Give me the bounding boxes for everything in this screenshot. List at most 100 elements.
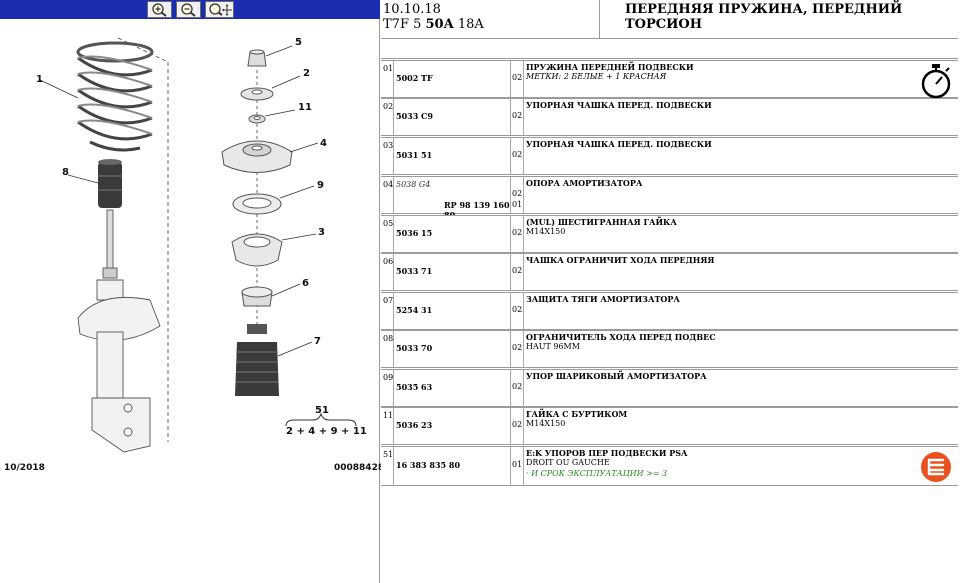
part-ref[interactable]: 5033 C9	[396, 111, 433, 121]
header-info: 10.10.18 T7F 5 50A 18A	[381, 0, 600, 38]
row-number: 04	[383, 180, 394, 189]
zoom-in-button[interactable]	[147, 1, 172, 18]
nut-11[interactable]	[248, 114, 266, 124]
callout-3[interactable]: 3	[318, 227, 325, 238]
part-note: M14X150	[526, 419, 566, 428]
quantity: 02	[512, 150, 523, 159]
part-note: M14X150	[526, 227, 566, 236]
part-note: МЕТКИ: 2 БЕЛЫЕ + 1 КРАСНАЯ	[526, 72, 667, 81]
header-date: 10.10.18	[383, 2, 441, 17]
dust-boot-7[interactable]	[235, 324, 279, 396]
table-row[interactable]: 04 5038 G4 RP 98 139 160 80 02 01 ОПОРА …	[381, 176, 958, 220]
callout-1[interactable]: 1	[36, 74, 43, 85]
zoom-out-button[interactable]	[176, 1, 201, 18]
part-ref[interactable]: 5254 31	[396, 305, 433, 315]
table-row[interactable]: 05 5036 15 02 (MUL) ШЕСТИГРАННАЯ ГАЙКА M…	[381, 215, 958, 253]
quantity: 02	[512, 343, 523, 352]
header-code-prefix: T7F 5	[383, 17, 422, 32]
callout-5[interactable]: 5	[295, 37, 302, 48]
table-row[interactable]: 07 5254 31 02 ЗАЩИТА ТЯГИ АМОРТИЗАТОРА	[381, 292, 958, 330]
page-title: ПЕРЕДНЯЯ ПРУЖИНА, ПЕРЕДНИЙ ТОРСИОН	[625, 2, 903, 32]
callout-8[interactable]: 8	[62, 167, 69, 178]
quantity: 02	[512, 266, 523, 275]
part-name: УПОРНАЯ ЧАШКА ПЕРЕД. ПОДВЕСКИ	[526, 139, 712, 149]
zoom-pan-button[interactable]	[205, 1, 234, 18]
quantity: 02	[512, 305, 523, 314]
header-title-cell: ПЕРЕДНЯЯ ПРУЖИНА, ПЕРЕДНИЙ ТОРСИОН	[600, 0, 958, 38]
diagram-pane: 1 5 2 11 4 8 9 3 6 7 51 2 + 4 + 9 + 11 1…	[0, 0, 384, 583]
part-name: (MUL) ШЕСТИГРАННАЯ ГАЙКА	[526, 217, 677, 227]
header-divider	[381, 38, 958, 39]
part-ref[interactable]: 5036 15	[396, 228, 433, 238]
part-name: ПРУЖИНА ПЕРЕДНЕЙ ПОДВЕСКИ	[526, 62, 694, 72]
table-row[interactable]: 03 5031 51 02 УПОРНАЯ ЧАШКА ПЕРЕД. ПОДВЕ…	[381, 137, 958, 175]
quantity: 02	[512, 73, 523, 82]
row-number: 09	[383, 373, 394, 382]
shock-absorber[interactable]	[77, 209, 161, 453]
stopwatch-icon[interactable]	[919, 63, 953, 99]
header-code-suffix: 18A	[457, 17, 484, 32]
ball-bearing-9[interactable]	[232, 193, 282, 215]
part-ref[interactable]: 5033 71	[396, 266, 433, 276]
row-number: 03	[383, 141, 394, 150]
parts-header: 10.10.18 T7F 5 50A 18A ПЕРЕДНЯЯ ПРУЖИНА,…	[381, 0, 958, 60]
part-note-green: · И СРОК ЭКСПЛУАТАЦИИ >= 3	[526, 469, 668, 478]
diagram-number: 00088428	[334, 463, 385, 473]
strut-mount-4[interactable]	[221, 140, 293, 173]
quantity: 02	[512, 228, 523, 237]
callout-7[interactable]: 7	[314, 336, 321, 347]
callout-9[interactable]: 9	[317, 180, 324, 191]
part-ref[interactable]: 5035 63	[396, 382, 433, 392]
quantity-replacement: 01	[512, 200, 523, 209]
part-ref[interactable]: 16 383 835 80	[396, 460, 461, 470]
coil-spring[interactable]	[76, 41, 154, 152]
row-number: 02	[383, 102, 394, 111]
part-ref[interactable]: 5036 23	[396, 420, 433, 430]
callout-6[interactable]: 6	[302, 278, 309, 289]
table-row[interactable]: 09 5035 63 02 УПОР ШАРИКОВЫЙ АМОРТИЗАТОР…	[381, 369, 958, 407]
callout-2[interactable]: 2	[303, 68, 310, 79]
table-row[interactable]: 02 5033 C9 02 УПОРНАЯ ЧАШКА ПЕРЕД. ПОДВЕ…	[381, 98, 958, 136]
quantity: 02	[512, 420, 523, 429]
nut-5[interactable]	[247, 49, 267, 67]
row-number: 05	[383, 219, 394, 228]
part-ref[interactable]: 5031 51	[396, 150, 433, 160]
table-row[interactable]: 06 5033 71 02 ЧАШКА ОГРАНИЧИТ ХОДА ПЕРЕД…	[381, 253, 958, 291]
cup-3[interactable]	[231, 233, 283, 267]
part-ref[interactable]: 5038 G4	[396, 180, 431, 189]
quantity: 01	[512, 460, 523, 469]
quantity: 02	[512, 382, 523, 391]
diagram-date: 10/2018	[4, 463, 45, 473]
zoom-out-icon	[181, 3, 196, 17]
part-ref[interactable]: 5002 TF	[396, 73, 433, 83]
diagram-toolbar	[0, 0, 380, 19]
cup-2[interactable]	[240, 87, 274, 101]
psa-logo-icon[interactable]	[920, 452, 952, 482]
quantity: 02	[512, 189, 523, 198]
table-row[interactable]: 01 5002 TF 02 ПРУЖИНА ПЕРЕДНЕЙ ПОДВЕСКИ …	[381, 60, 958, 99]
row-number: 08	[383, 334, 394, 343]
callout-11[interactable]: 11	[298, 102, 312, 113]
part-ref[interactable]: 5033 70	[396, 343, 433, 353]
header-code: T7F 5 50A 18A	[383, 17, 484, 32]
part-name: УПОР ШАРИКОВЫЙ АМОРТИЗАТОРА	[526, 371, 707, 381]
part-note: HAUT 96MM	[526, 342, 580, 351]
part-name: ГАЙКА С БУРТИКОМ	[526, 409, 628, 419]
quantity: 02	[512, 111, 523, 120]
exploded-view-diagram	[39, 37, 357, 453]
bump-stop[interactable]	[98, 159, 122, 208]
part-name: E:K УПОРОВ ПЕР ПОДВЕСКИ PSA	[526, 448, 688, 458]
row-number: 01	[383, 64, 394, 73]
row-number: 07	[383, 296, 394, 305]
row-number: 51	[383, 450, 394, 459]
callout-4[interactable]: 4	[320, 138, 327, 149]
callout-51[interactable]: 51	[315, 405, 329, 416]
table-row[interactable]: 08 5033 70 02 ОГРАНИЧИТЕЛЬ ХОДА ПЕРЕД ПО…	[381, 330, 958, 368]
parts-list-pane: 10.10.18 T7F 5 50A 18A ПЕРЕДНЯЯ ПРУЖИНА,…	[381, 0, 960, 583]
header-divider-2	[381, 58, 958, 59]
stop-cup-6[interactable]	[241, 286, 273, 307]
table-row[interactable]: 11 5036 23 02 ГАЙКА С БУРТИКОМ M14X150	[381, 407, 958, 445]
table-row[interactable]: 51 16 383 835 80 01 E:K УПОРОВ ПЕР ПОДВЕ…	[381, 446, 958, 486]
part-name: ЗАЩИТА ТЯГИ АМОРТИЗАТОРА	[526, 294, 680, 304]
zoom-in-icon	[152, 3, 167, 17]
